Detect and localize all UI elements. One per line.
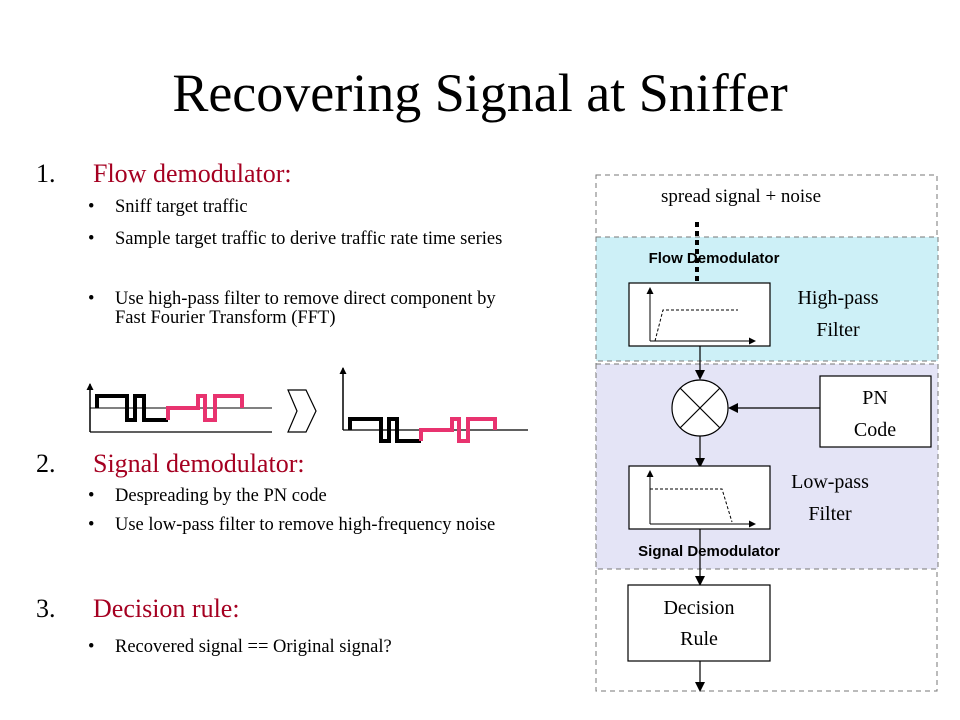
step-3-label: Decision rule: (93, 594, 240, 623)
input-label: spread signal + noise (661, 186, 821, 207)
low-pass-label-line-1: Low-pass (791, 471, 869, 493)
step-1-number: 1. (36, 159, 56, 188)
bullet-text: Use low-pass filter to remove high-frequ… (115, 515, 496, 535)
bullet-dot: • (88, 515, 95, 535)
bullet-dot: • (88, 229, 95, 249)
pn-code-label-line-1: PN (862, 387, 888, 409)
step-2-number: 2. (36, 449, 56, 478)
bullet-dot: • (88, 289, 95, 309)
pn-code-label-line-2: Code (854, 419, 896, 441)
flow-demodulator-label: Flow Demodulator (649, 250, 780, 267)
step-3-number: 3. (36, 594, 56, 623)
decision-rule-label-line-2: Rule (680, 628, 718, 650)
pn-code-block (819, 375, 932, 448)
bullet-text: Recovered signal == Original signal? (115, 637, 392, 657)
step-1-heading: 1. Flow demodulator: (36, 158, 292, 190)
waveform-1-pink-segment (166, 394, 244, 422)
bullet-text: Use high-pass filter to remove direct co… (115, 289, 496, 328)
waveform-1-black-segment (95, 394, 168, 422)
bullet-text: Despreading by the PN code (115, 486, 327, 506)
step-1-bullet-1: • Sniff target traffic (88, 198, 528, 217)
transform-arrow (287, 389, 317, 433)
signal-demodulator-label: Signal Demodulator (638, 543, 780, 560)
step-1-label: Flow demodulator: (93, 159, 292, 188)
high-pass-label-line-1: High-pass (797, 287, 878, 309)
step-2-bullet-2: • Use low-pass filter to remove high-fre… (88, 516, 528, 535)
step-3-heading: 3. Decision rule: (36, 593, 240, 625)
bullet-dot: • (88, 486, 95, 506)
step-2-label: Signal demodulator: (93, 449, 305, 478)
waveform-2-black-segment (348, 417, 421, 443)
bullet-dot: • (88, 197, 95, 217)
decision-rule-label-line-1: Decision (663, 597, 734, 619)
bullet-dot: • (88, 637, 95, 657)
block-diagram: spread signal + noise Flow Demodulator H… (595, 174, 939, 692)
decision-rule-block (627, 584, 771, 662)
bullet-text: Sample target traffic to derive traffic … (115, 229, 503, 249)
low-pass-label-line-2: Filter (808, 503, 852, 525)
step-2-heading: 2. Signal demodulator: (36, 448, 305, 480)
waveform-after-filter (339, 367, 528, 443)
step-2-bullet-1: • Despreading by the PN code (88, 487, 528, 506)
step-1-bullet-3: • Use high-pass filter to remove direct … (88, 290, 528, 328)
slide-title: Recovering Signal at Sniffer (172, 63, 788, 123)
step-3-bullet-1: • Recovered signal == Original signal? (88, 638, 528, 657)
low-pass-filter-graph (646, 470, 756, 528)
bullet-text: Sniff target traffic (115, 197, 248, 217)
high-pass-label-line-2: Filter (816, 319, 860, 341)
mixer-symbol (671, 379, 729, 437)
step-1-bullet-2: • Sample target traffic to derive traffi… (88, 230, 528, 249)
high-pass-filter-graph (646, 287, 756, 345)
waveform-before-filter (86, 383, 272, 433)
waveform-2-pink-segment (419, 417, 497, 443)
